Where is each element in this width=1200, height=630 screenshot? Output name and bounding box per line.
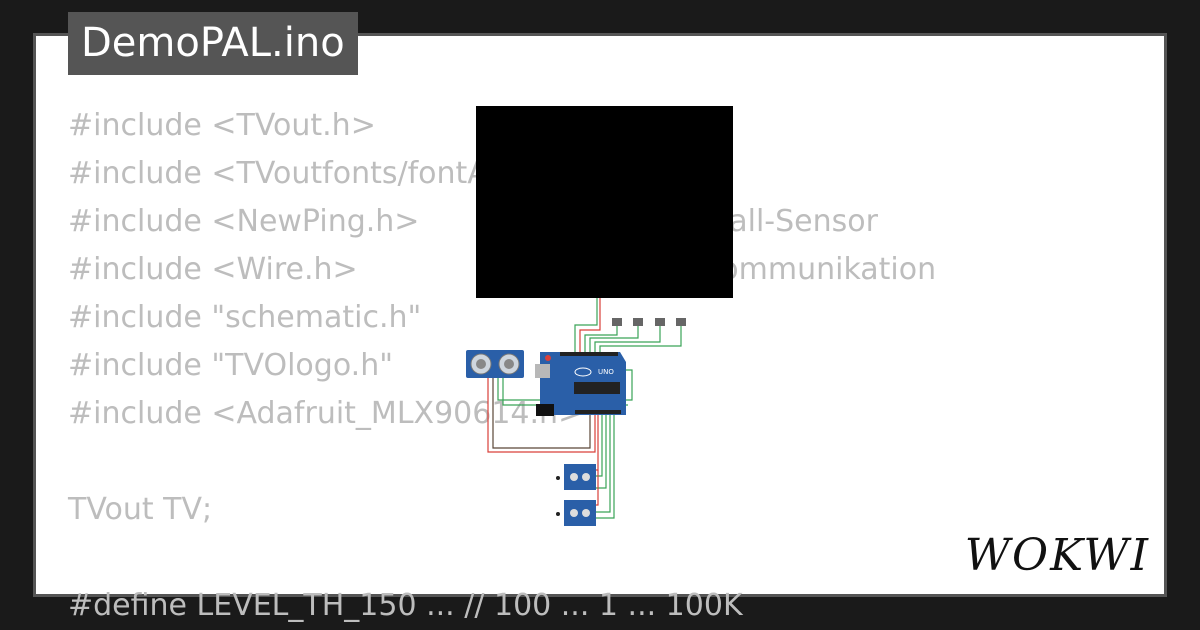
push-button bbox=[655, 318, 665, 326]
wire bbox=[492, 378, 591, 449]
arduino-board: UNO bbox=[535, 352, 626, 416]
ultrasonic-sensor bbox=[466, 350, 524, 378]
wire bbox=[497, 369, 633, 401]
code-line bbox=[68, 534, 936, 582]
code-line: #include "TVOlogo.h" bbox=[68, 348, 394, 383]
svg-text:UNO: UNO bbox=[598, 368, 614, 376]
wire bbox=[594, 326, 661, 352]
wire bbox=[579, 298, 601, 352]
code-line: #include "schematic.h" bbox=[68, 300, 422, 335]
wire bbox=[596, 415, 599, 471]
wire bbox=[596, 415, 615, 519]
code-line: #include <Adafruit_MLX90614.h> bbox=[68, 396, 584, 431]
wire bbox=[584, 326, 618, 352]
wire bbox=[596, 415, 607, 489]
circuit-diagram: UNO bbox=[466, 298, 686, 526]
push-button bbox=[633, 318, 643, 326]
code-line: #define LEVEL_TH_150 ... // 100 ... 1 ..… bbox=[68, 588, 743, 623]
wire bbox=[596, 415, 603, 477]
wire bbox=[599, 326, 682, 352]
push-button bbox=[612, 318, 622, 326]
code-line: #include <TVout.h> bbox=[68, 108, 376, 143]
code-line: #include <Wire.h> // Kommunikation bbox=[68, 252, 937, 287]
module bbox=[556, 500, 596, 526]
wire bbox=[589, 326, 639, 352]
wire bbox=[596, 415, 611, 513]
wire bbox=[574, 298, 598, 352]
tv-screen bbox=[476, 106, 733, 298]
push-button bbox=[676, 318, 686, 326]
code-line: TVout TV; bbox=[68, 492, 213, 527]
wokwi-logo: WOKWI bbox=[964, 530, 1150, 581]
push-buttons bbox=[612, 318, 686, 326]
project-title: DemoPAL.ino bbox=[68, 12, 358, 75]
module bbox=[556, 464, 596, 490]
wire bbox=[487, 378, 596, 453]
wire bbox=[596, 470, 599, 506]
